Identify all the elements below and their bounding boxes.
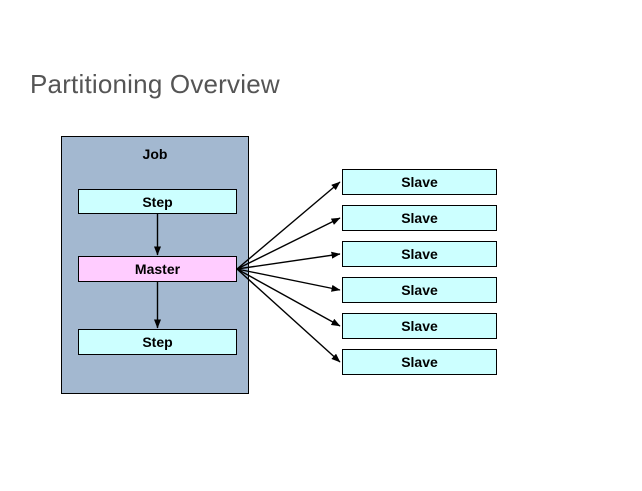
page-title: Partitioning Overview — [30, 69, 280, 99]
slave-box[interactable]: Slave — [342, 169, 497, 195]
step-box-bottom[interactable]: Step — [78, 329, 237, 355]
slave-box[interactable]: Slave — [342, 349, 497, 375]
arrow-master-to-slave-1 — [236, 181, 341, 270]
slave-box[interactable]: Slave — [342, 241, 497, 267]
step-box-top[interactable]: Step — [78, 189, 237, 214]
job-label: Job — [142, 146, 168, 162]
arrow-master-to-slave-4 — [236, 268, 341, 292]
arrow-master-to-slave-2 — [236, 217, 341, 270]
arrow-master-to-slave-3 — [236, 251, 341, 270]
arrow-master-to-slave-5 — [236, 268, 341, 327]
master-box[interactable]: Master — [78, 256, 237, 282]
slave-box[interactable]: Slave — [342, 313, 497, 339]
arrow-master-to-slave-6 — [236, 268, 341, 363]
slave-box[interactable]: Slave — [342, 205, 497, 231]
slave-box[interactable]: Slave — [342, 277, 497, 303]
